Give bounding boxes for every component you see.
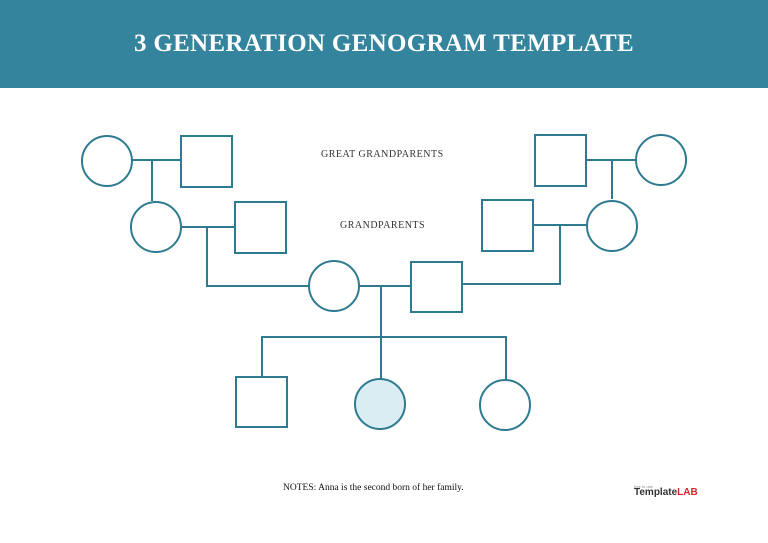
logo-accent: LAB: [677, 487, 698, 498]
templatelab-logo: free to use TemplateLAB: [634, 484, 704, 508]
logo-name: Template: [634, 487, 678, 498]
logo-wordmark: TemplateLAB: [634, 487, 698, 498]
page-title: 3 GENERATION GENOGRAM TEMPLATE: [133, 30, 634, 57]
grandparents-label: GRANDPARENTS: [340, 220, 426, 231]
descent-line: [206, 227, 308, 287]
female-great-grandparent-left: [81, 135, 133, 187]
notes-text: NOTES: Anna is the second born of her fa…: [283, 483, 464, 493]
father-symbol: [410, 261, 463, 313]
male-great-grandparent-right: [534, 134, 587, 187]
male-great-grandparent-left: [180, 135, 233, 188]
male-grandparent-left: [234, 201, 287, 254]
mother-symbol: [308, 260, 360, 312]
female-grandparent-left: [130, 201, 182, 253]
great-grandparents-label: GREAT GRANDPARENTS: [321, 149, 444, 160]
male-grandparent-right: [481, 199, 534, 252]
female-grandparent-right: [586, 200, 638, 252]
male-child-symbol: [235, 376, 288, 428]
descent-line: [462, 225, 561, 285]
logo-tagline: free to use: [634, 484, 653, 489]
highlighted-female-child-symbol: [354, 378, 406, 430]
header-bar: 3 GENERATION GENOGRAM TEMPLATE: [0, 0, 768, 88]
sibling-line: [261, 336, 507, 380]
female-child-symbol: [479, 379, 531, 431]
female-great-grandparent-right: [635, 134, 687, 186]
